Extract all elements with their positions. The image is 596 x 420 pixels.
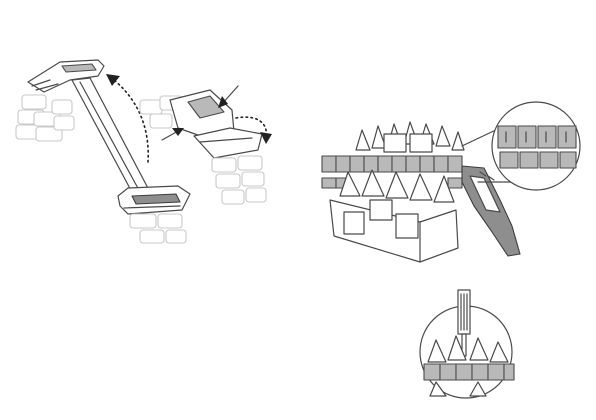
swing-arrowhead bbox=[260, 132, 272, 144]
lower-band-links bbox=[130, 214, 186, 243]
left-band-links bbox=[16, 95, 74, 141]
right-band-links bbox=[212, 156, 266, 204]
clasp-open-illustration bbox=[16, 60, 190, 243]
clasp-button bbox=[62, 64, 96, 72]
pin-push-tool-illustration bbox=[420, 290, 514, 398]
tool-band-links bbox=[424, 364, 514, 380]
clasp-hinge-arm bbox=[72, 78, 150, 196]
band-in-holder-illustration bbox=[322, 102, 580, 262]
